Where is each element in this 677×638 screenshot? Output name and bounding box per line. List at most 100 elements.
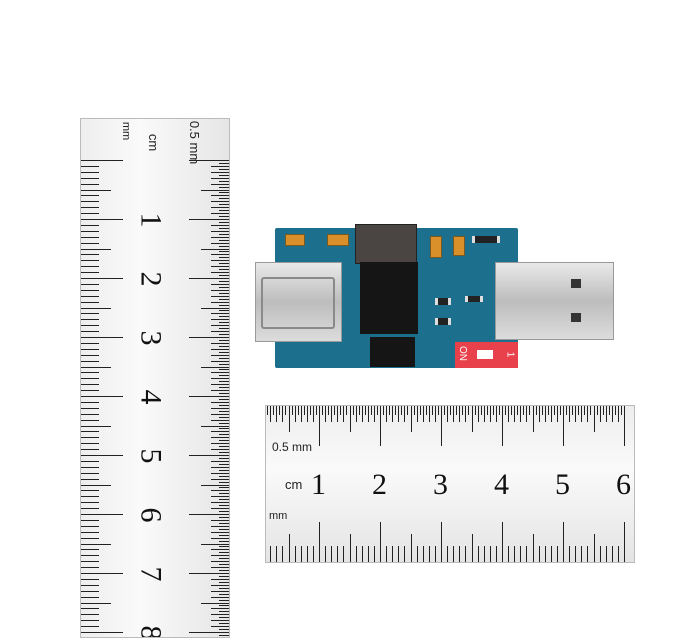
- half-mm-tick: [438, 406, 439, 415]
- half-mm-tick: [219, 552, 229, 553]
- half-mm-tick: [219, 470, 229, 471]
- half-mm-tick: [560, 406, 561, 415]
- half-mm-tick: [211, 579, 229, 580]
- half-mm-tick: [523, 406, 524, 415]
- mm-tick: [81, 384, 99, 385]
- mm-tick: [508, 546, 509, 562]
- half-mm-tick: [304, 406, 305, 415]
- half-mm-tick: [371, 406, 372, 415]
- ruler-number: 7: [136, 567, 166, 582]
- half-mm-tick: [542, 406, 543, 415]
- resistor: [435, 318, 451, 325]
- mm-tick: [81, 608, 99, 609]
- half-mm-tick: [211, 378, 229, 379]
- half-mm-tick: [219, 340, 229, 341]
- mm-tick: [612, 546, 613, 562]
- half-mm-tick: [273, 406, 274, 415]
- mm-tick: [441, 522, 442, 562]
- half-mm-tick: [219, 505, 229, 506]
- mm-tick: [472, 534, 473, 562]
- mm-tick: [81, 408, 99, 409]
- mm-tick: [81, 538, 99, 539]
- half-mm-tick: [201, 426, 229, 427]
- mm-tick: [81, 626, 99, 627]
- half-mm-tick: [219, 240, 229, 241]
- half-mm-tick: [219, 346, 229, 347]
- half-mm-tick: [219, 175, 229, 176]
- half-mm-tick: [219, 493, 229, 494]
- mm-tick: [81, 278, 123, 279]
- ruler-number: 4: [136, 390, 166, 405]
- half-mm-tick: [219, 594, 229, 595]
- half-mm-tick: [211, 561, 229, 562]
- half-mm-tick: [219, 446, 229, 447]
- ruler-number: 1: [136, 213, 166, 228]
- mm-tick: [81, 514, 123, 515]
- half-mm-tick: [211, 408, 229, 409]
- half-mm-tick: [211, 608, 229, 609]
- mm-tick: [81, 355, 99, 356]
- usb-male-plug: [495, 262, 614, 340]
- mm-tick: [447, 546, 448, 562]
- half-mm-tick: [219, 299, 229, 300]
- half-mm-tick: [331, 406, 332, 422]
- half-mm-tick: [219, 204, 229, 205]
- half-mm-tick: [219, 163, 229, 164]
- half-mm-tick: [219, 588, 229, 589]
- half-mm-tick: [211, 302, 229, 303]
- mm-tick: [496, 546, 497, 562]
- mm-tick: [81, 272, 99, 273]
- dip-switch[interactable]: ON 1: [455, 342, 518, 368]
- half-mm-tick: [201, 190, 229, 191]
- half-mm-tick: [444, 406, 445, 415]
- ruler-number: 1: [311, 470, 326, 500]
- mm-tick: [545, 546, 546, 562]
- half-mm-tick: [362, 406, 363, 422]
- mm-tick: [313, 546, 314, 562]
- half-mm-tick: [219, 564, 229, 565]
- mm-tick: [490, 546, 491, 562]
- half-mm-tick: [490, 406, 491, 422]
- mm-tick: [392, 546, 393, 562]
- half-mm-tick: [395, 406, 396, 415]
- mm-tick: [81, 296, 99, 297]
- mm-tick: [319, 522, 320, 562]
- half-mm-tick: [211, 461, 229, 462]
- mm-tick: [81, 490, 99, 491]
- half-mm-tick: [219, 228, 229, 229]
- half-mm-tick: [609, 406, 610, 415]
- half-mm-tick: [219, 305, 229, 306]
- half-mm-tick: [459, 406, 460, 422]
- half-mm-tick: [211, 443, 229, 444]
- half-mm-tick: [453, 406, 454, 422]
- half-mm-tick: [219, 582, 229, 583]
- mm-tick: [81, 390, 99, 391]
- half-mm-tick: [219, 352, 229, 353]
- ruler-mm-label: mm: [120, 122, 132, 140]
- mm-tick: [81, 160, 123, 161]
- mm-tick: [282, 546, 283, 562]
- half-mm-tick: [219, 169, 229, 170]
- mm-tick: [81, 443, 99, 444]
- half-mm-tick: [219, 216, 229, 217]
- mm-tick: [81, 496, 99, 497]
- capacitor: [430, 236, 442, 258]
- half-mm-tick: [481, 406, 482, 415]
- usb-female-port: [255, 262, 342, 342]
- half-mm-tick: [334, 406, 335, 415]
- mm-tick: [563, 522, 564, 562]
- half-mm-tick: [211, 431, 229, 432]
- mm-tick: [484, 546, 485, 562]
- half-mm-tick: [533, 406, 534, 432]
- half-mm-tick: [219, 458, 229, 459]
- half-mm-tick: [211, 585, 229, 586]
- half-mm-tick: [219, 192, 229, 193]
- half-mm-tick: [487, 406, 488, 415]
- mm-tick: [81, 520, 99, 521]
- half-mm-tick: [365, 406, 366, 415]
- half-mm-tick: [441, 406, 442, 446]
- half-mm-tick: [435, 406, 436, 422]
- isolator-chip: [360, 262, 418, 334]
- mm-tick: [81, 237, 99, 238]
- half-mm-tick: [219, 529, 229, 530]
